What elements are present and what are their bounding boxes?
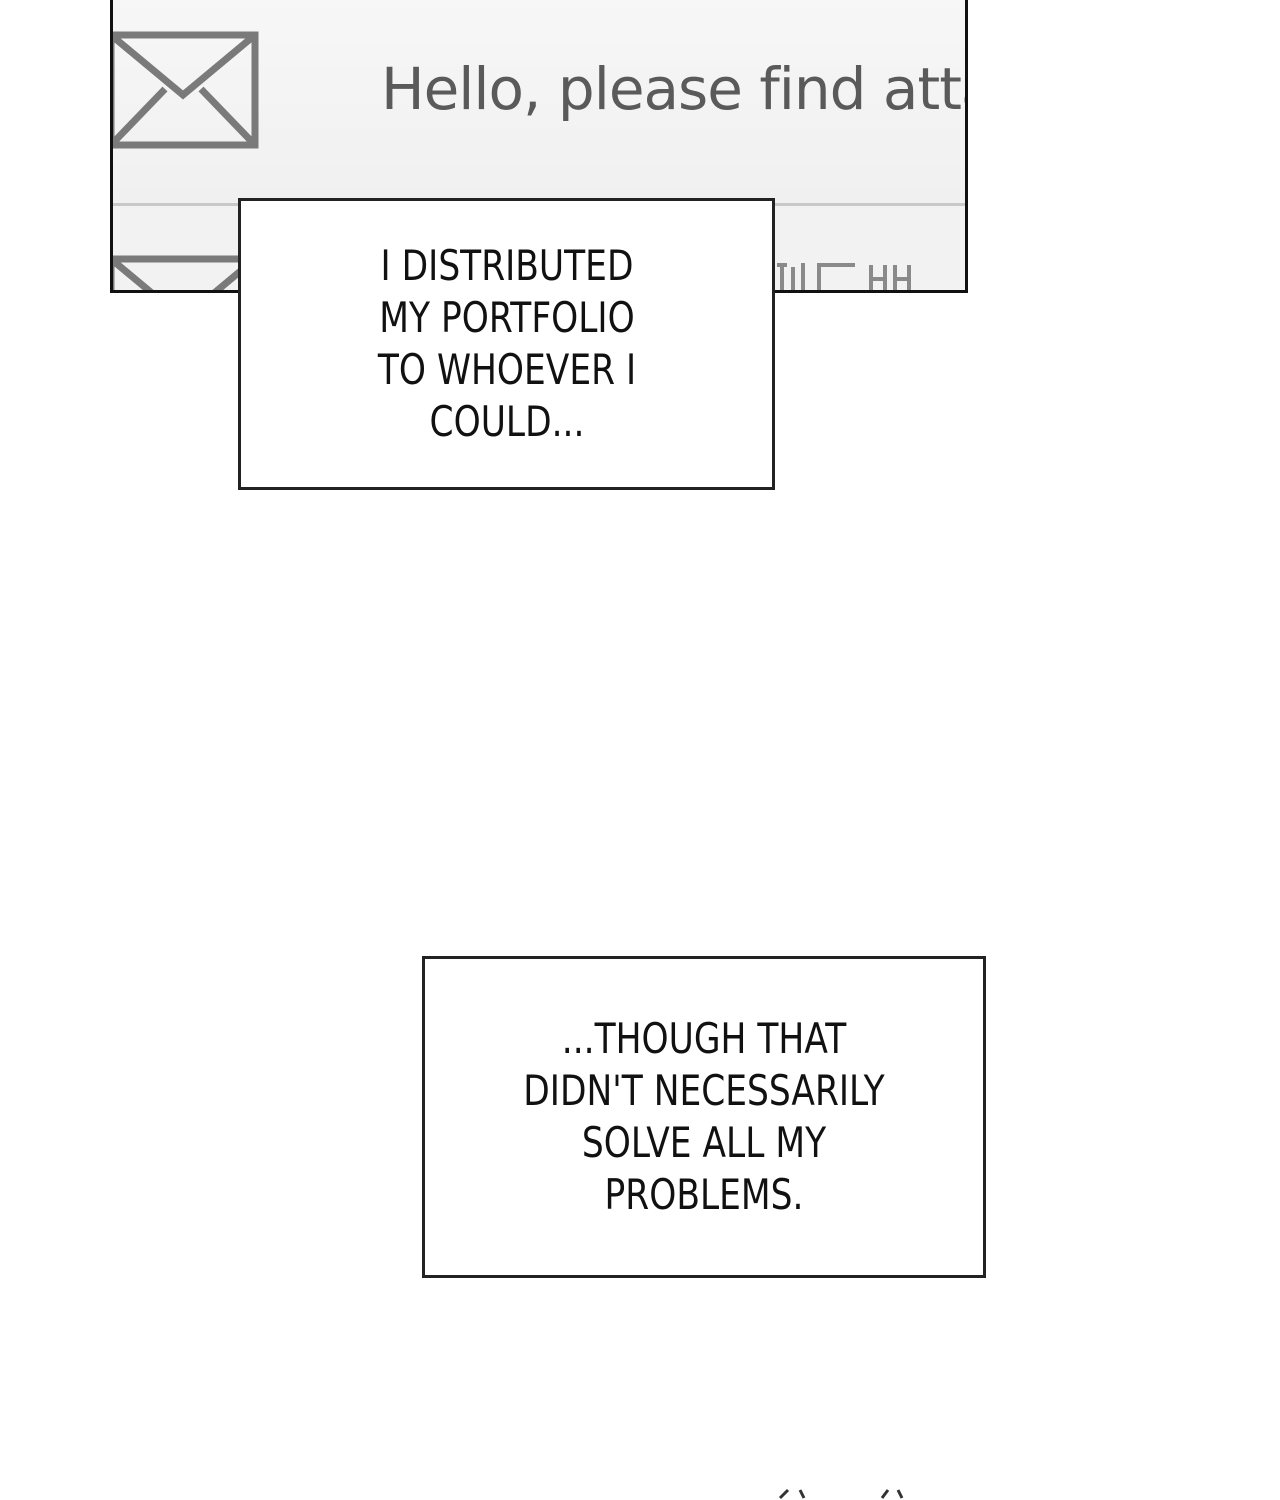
caption-line: PROBLEMS.	[604, 1170, 804, 1219]
caption-line: ...THOUGH THAT	[561, 1014, 847, 1063]
email-list-item[interactable]: Hello, please find attac	[113, 0, 965, 205]
caption-line: I DISTRIBUTED	[380, 241, 633, 290]
caption-box: I DISTRIBUTED MY PORTFOLIO TO WHOEVER I …	[238, 198, 775, 490]
caption-line: SOLVE ALL MY	[581, 1118, 827, 1167]
email-preview-text: Hello, please find attac	[381, 55, 968, 123]
cut-off-ink-marks	[778, 1488, 904, 1500]
mail-envelope-icon	[113, 255, 259, 290]
email-list-panel: Hello, please find attac	[110, 0, 968, 293]
caption-box: ...THOUGH THAT DIDN'T NECESSARILY SOLVE …	[422, 956, 986, 1278]
caption-line: DIDN'T NECESSARILY	[523, 1066, 885, 1115]
caption-text: ...THOUGH THAT DIDN'T NECESSARILY SOLVE …	[511, 1013, 896, 1221]
caption-line: TO WHOEVER I	[377, 345, 636, 394]
mail-envelope-icon	[113, 31, 259, 149]
caption-line: COULD...	[429, 397, 584, 446]
cut-off-text-icon	[777, 263, 911, 290]
caption-text: I DISTRIBUTED MY PORTFOLIO TO WHOEVER I …	[334, 240, 678, 448]
caption-line: MY PORTFOLIO	[378, 293, 635, 342]
